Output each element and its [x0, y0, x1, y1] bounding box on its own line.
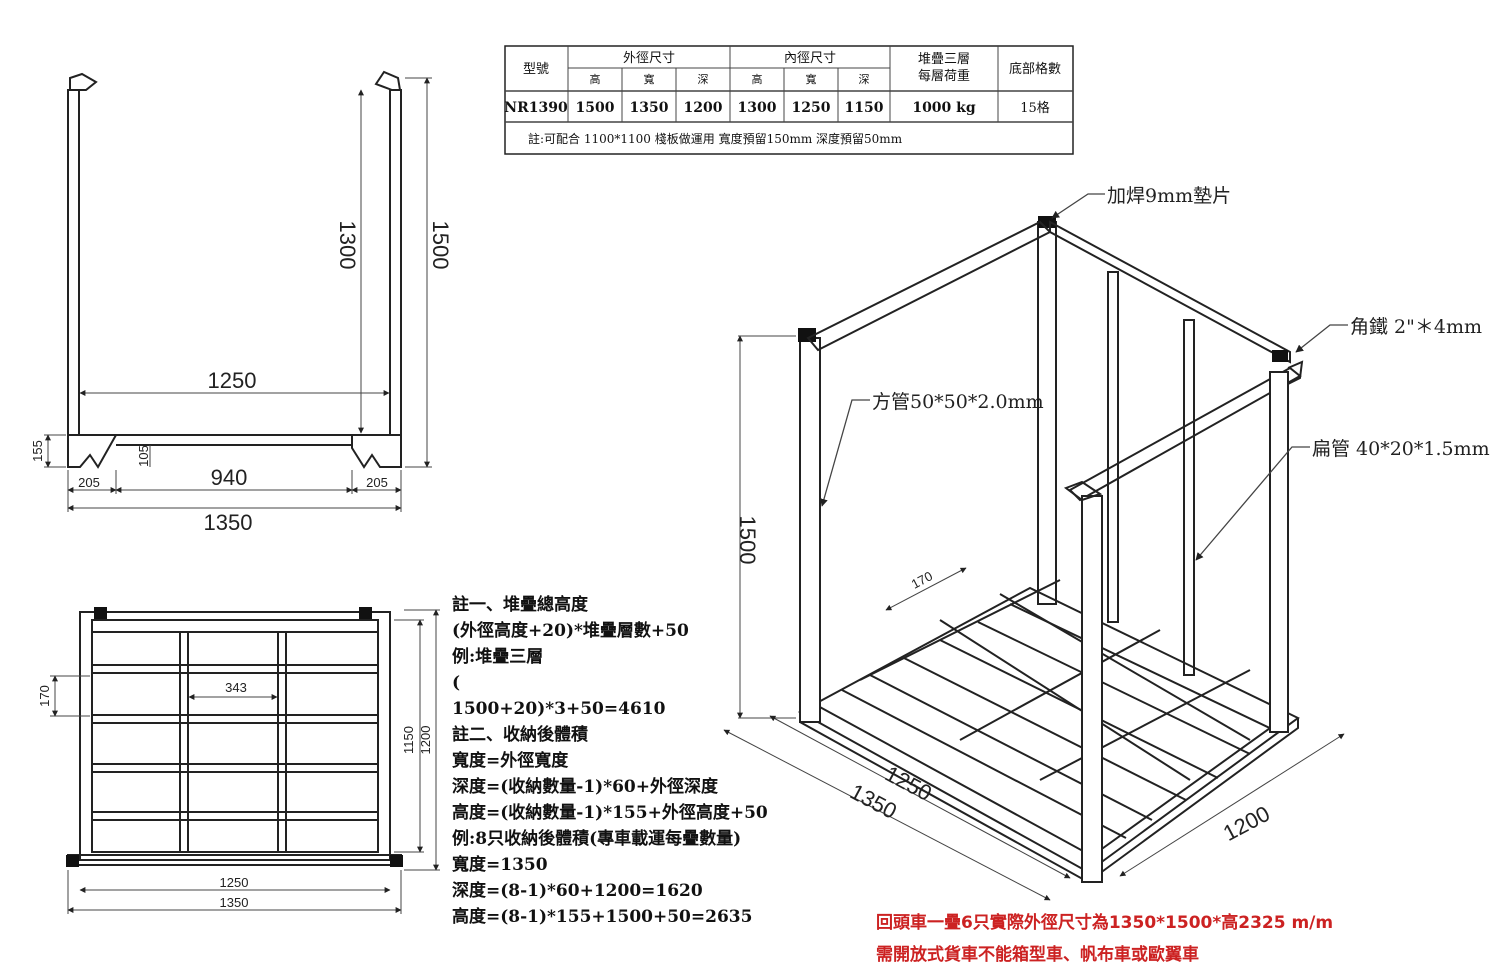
- red-note-1: 回頭車一疊6只實際外徑尺寸為1350*1500*高2325 m/m: [876, 912, 1333, 933]
- table-header-base: 底部格數: [1009, 61, 1061, 77]
- note-line: 例:8只收納後體積(專車載運每疊數量): [452, 828, 741, 849]
- table-header-stack-2: 每層荷重: [918, 68, 970, 84]
- table-model: NR1390: [504, 100, 568, 116]
- table-sub-outer-w: 寬: [644, 72, 655, 86]
- table-inner-d: 1150: [845, 100, 884, 116]
- note-line: (: [452, 673, 460, 693]
- dim-foot-height: 155: [30, 440, 45, 462]
- dim-depth-outer: 1200: [418, 726, 433, 755]
- callout-flat: 扁管 40*20*1.5mm: [1312, 438, 1490, 460]
- note-line: 高度=(8-1)*155+1500+50=2635: [452, 906, 752, 927]
- table-outer-d: 1200: [684, 100, 723, 116]
- note-line: 深度=(8-1)*60+1200=1620: [452, 880, 703, 901]
- callout-weld: 加焊9mm墊片: [1107, 185, 1231, 207]
- table-header-stack-1: 堆疊三層: [918, 52, 970, 67]
- note-line: 例:堆疊三層: [452, 646, 543, 667]
- dim-foot-left: 205: [78, 475, 100, 490]
- table-inner-h: 1300: [738, 100, 777, 116]
- dim-inner-height: 1300: [335, 221, 360, 270]
- note-line: (外徑高度+20)*堆疊層數+50: [452, 620, 689, 641]
- dim-width-inner: 1250: [220, 875, 249, 890]
- dim-slat-gap: 170: [37, 685, 52, 707]
- note-line: 註一、堆疊總高度: [452, 594, 589, 615]
- table-sub-inner-w: 寬: [806, 72, 817, 86]
- table-note: 註:可配合 1100*1100 棧板做運用 寬度預留150mm 深度預留50mm: [528, 131, 903, 146]
- notes-block: 註一、堆疊總高度 (外徑高度+20)*堆疊層數+50 例:堆疊三層 ( 1500…: [451, 594, 768, 927]
- table-sub-outer-h: 高: [590, 72, 601, 86]
- note-line: 寬度=外徑寬度: [451, 750, 569, 771]
- front-view: 1300 1500 1250 205 940 205 1350 155 105: [30, 70, 453, 535]
- dim-cell-width: 343: [225, 680, 247, 695]
- table-sub-outer-d: 深: [698, 73, 709, 86]
- callout-square: 方管50*50*2.0mm: [872, 391, 1044, 413]
- dim-foot-right: 205: [366, 475, 388, 490]
- table-sub-inner-d: 深: [859, 73, 870, 86]
- table-inner-w: 1250: [792, 100, 831, 116]
- dim-gap: 940: [211, 465, 248, 490]
- note-line: 1500+20)*3+50=4610: [452, 699, 666, 719]
- dim-outer-width: 1350: [204, 510, 253, 535]
- callout-angle: 角鐵 2"＊4mm: [1350, 316, 1482, 338]
- iso-dim-slat: 170: [909, 568, 935, 591]
- note-line: 註二、收納後體積: [452, 724, 589, 745]
- dim-outer-height: 1500: [428, 221, 453, 270]
- table-sub-inner-h: 高: [752, 72, 763, 86]
- table-header-inner: 內徑尺寸: [784, 51, 836, 66]
- note-line: 高度=(收納數量-1)*155+外徑高度+50: [452, 802, 768, 823]
- table-grids: 15格: [1020, 100, 1050, 116]
- iso-dim-height: 1500: [735, 516, 760, 565]
- top-view: 170 343 1150 1200 1250 1350: [37, 607, 440, 914]
- iso-view: 1500 170 1250 1350 1200 加焊9mm墊片 角鐵 2"＊4m…: [723, 185, 1490, 901]
- red-note-2: 需開放式貨車不能箱型車、帆布車或歐翼車: [876, 944, 1199, 965]
- spec-table: 型號 外徑尺寸 內徑尺寸 堆疊三層 每層荷重 底部格數 高 寬 深 高 寬 深 …: [504, 45, 1074, 155]
- note-line: 寬度=1350: [451, 854, 548, 875]
- table-header-model: 型號: [523, 62, 549, 77]
- table-load: 1000 kg: [912, 100, 976, 116]
- note-line: 深度=(收納數量-1)*60+外徑深度: [452, 776, 719, 797]
- table-header-outer: 外徑尺寸: [623, 51, 675, 66]
- dim-width-outer: 1350: [220, 895, 249, 910]
- dim-depth-inner: 1150: [401, 726, 416, 754]
- dim-foot-notch: 105: [136, 445, 151, 467]
- red-notes: 回頭車一疊6只實際外徑尺寸為1350*1500*高2325 m/m 需開放式貨車…: [876, 912, 1333, 965]
- table-outer-w: 1350: [630, 100, 669, 116]
- dim-inner-width: 1250: [208, 368, 257, 393]
- table-outer-h: 1500: [576, 100, 615, 116]
